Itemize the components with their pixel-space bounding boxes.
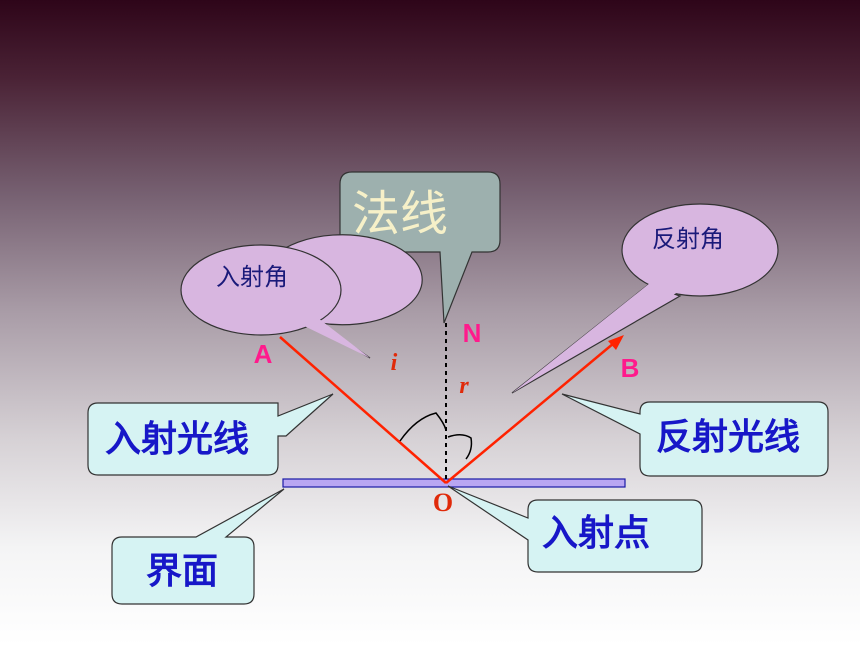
reflection-angle-callout-text: 反射角 [652,225,724,253]
incident-angle-arc [399,412,447,442]
incident-ray-callout: 入射光线 [87,393,334,476]
reflection-angle-callout: 反射角 [511,203,779,394]
incident-point-callout: 入射点 [447,485,703,573]
incident-angle-callout-text: 入射角 [216,263,288,291]
angle-label-i: i [391,350,398,376]
normal-callout: 法线 [339,171,501,324]
incident-angle-callout: 入射角 [180,234,423,359]
incident-ray [279,336,447,484]
point-label-b: B [621,353,640,383]
point-label-n: N [463,318,482,348]
point-label-a: A [254,339,273,369]
incident-ray-callout-text: 入射光线 [105,419,249,460]
interface-callout: 界面 [111,488,285,605]
interface-surface [282,478,626,488]
reflected-ray [445,342,615,484]
normal-callout-text: 法线 [352,186,448,242]
incident-point-callout-text: 入射点 [542,513,650,554]
reflected-ray-callout: 反射光线 [561,393,829,477]
point-label-o: O [433,488,453,517]
reflection-angle-arc [447,434,473,460]
reflected-ray-arrowhead [608,335,624,350]
interface-callout-text: 界面 [146,551,218,592]
angle-label-r: r [459,373,469,399]
reflected-ray-callout-text: 反射光线 [656,417,800,458]
